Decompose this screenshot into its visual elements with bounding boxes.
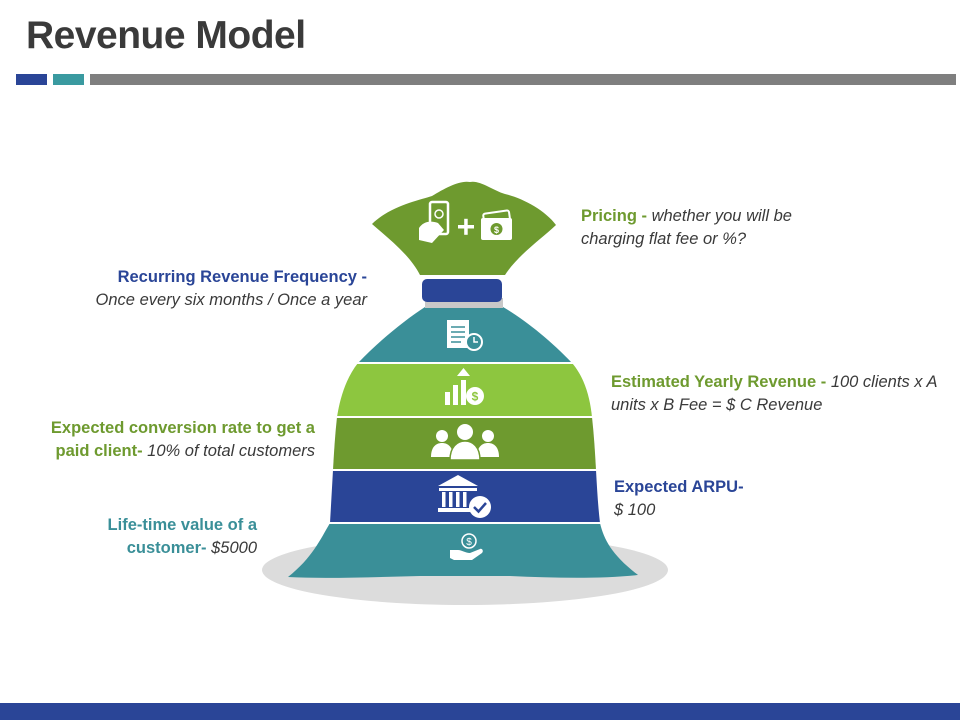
- hand-dollar-icon: $: [450, 533, 483, 560]
- payment-icon: $: [419, 200, 512, 243]
- label-pricing: Pricing - whether you will be charging f…: [581, 205, 821, 251]
- bag-tie: [422, 279, 502, 302]
- label-conversion-detail: 10% of total customers: [147, 442, 315, 460]
- svg-text:$: $: [494, 225, 499, 235]
- people-icon: [431, 424, 499, 461]
- accent-bar-gray: [90, 74, 956, 85]
- label-conversion: Expected conversion rate to get a paid c…: [20, 417, 315, 463]
- label-arpu-detail: $ 100: [614, 501, 656, 519]
- document-clock-icon: [447, 320, 483, 351]
- growth-dollar-icon: $: [445, 368, 484, 405]
- label-arpu-heading: Expected ARPU-: [614, 478, 744, 496]
- label-lifetime-detail: $5000: [211, 539, 257, 557]
- svg-text:$: $: [472, 390, 479, 404]
- label-pricing-detail: whether you will be charging flat fee or…: [581, 207, 792, 248]
- footer-bar: [0, 703, 960, 720]
- label-pricing-heading: Pricing -: [581, 207, 652, 225]
- label-yearly-detail: 100 clients x A units x B Fee = $ C Reve…: [611, 373, 937, 414]
- label-arpu: Expected ARPU- $ 100: [614, 476, 744, 522]
- neck-shadow: [425, 298, 503, 308]
- bank-check-icon: [438, 475, 491, 518]
- label-yearly: Estimated Yearly Revenue - 100 clients x…: [611, 371, 956, 417]
- accent-bar-teal: [53, 74, 84, 85]
- accent-bar-navy: [16, 74, 47, 85]
- label-yearly-heading: Estimated Yearly Revenue -: [611, 373, 831, 391]
- label-lifetime-heading: Life-time value of a customer-: [107, 516, 257, 557]
- label-conversion-heading: Expected conversion rate to get a paid c…: [50, 419, 315, 460]
- label-recurring: Recurring Revenue Frequency - Once every…: [40, 266, 367, 312]
- svg-text:$: $: [466, 537, 472, 548]
- page-title: Revenue Model: [26, 14, 306, 57]
- label-recurring-detail: Once every six months / Once a year: [95, 291, 367, 309]
- label-lifetime: Life-time value of a customer- $5000: [60, 514, 257, 560]
- layer-lifetime: [288, 523, 638, 578]
- label-recurring-heading: Recurring Revenue Frequency -: [117, 268, 367, 286]
